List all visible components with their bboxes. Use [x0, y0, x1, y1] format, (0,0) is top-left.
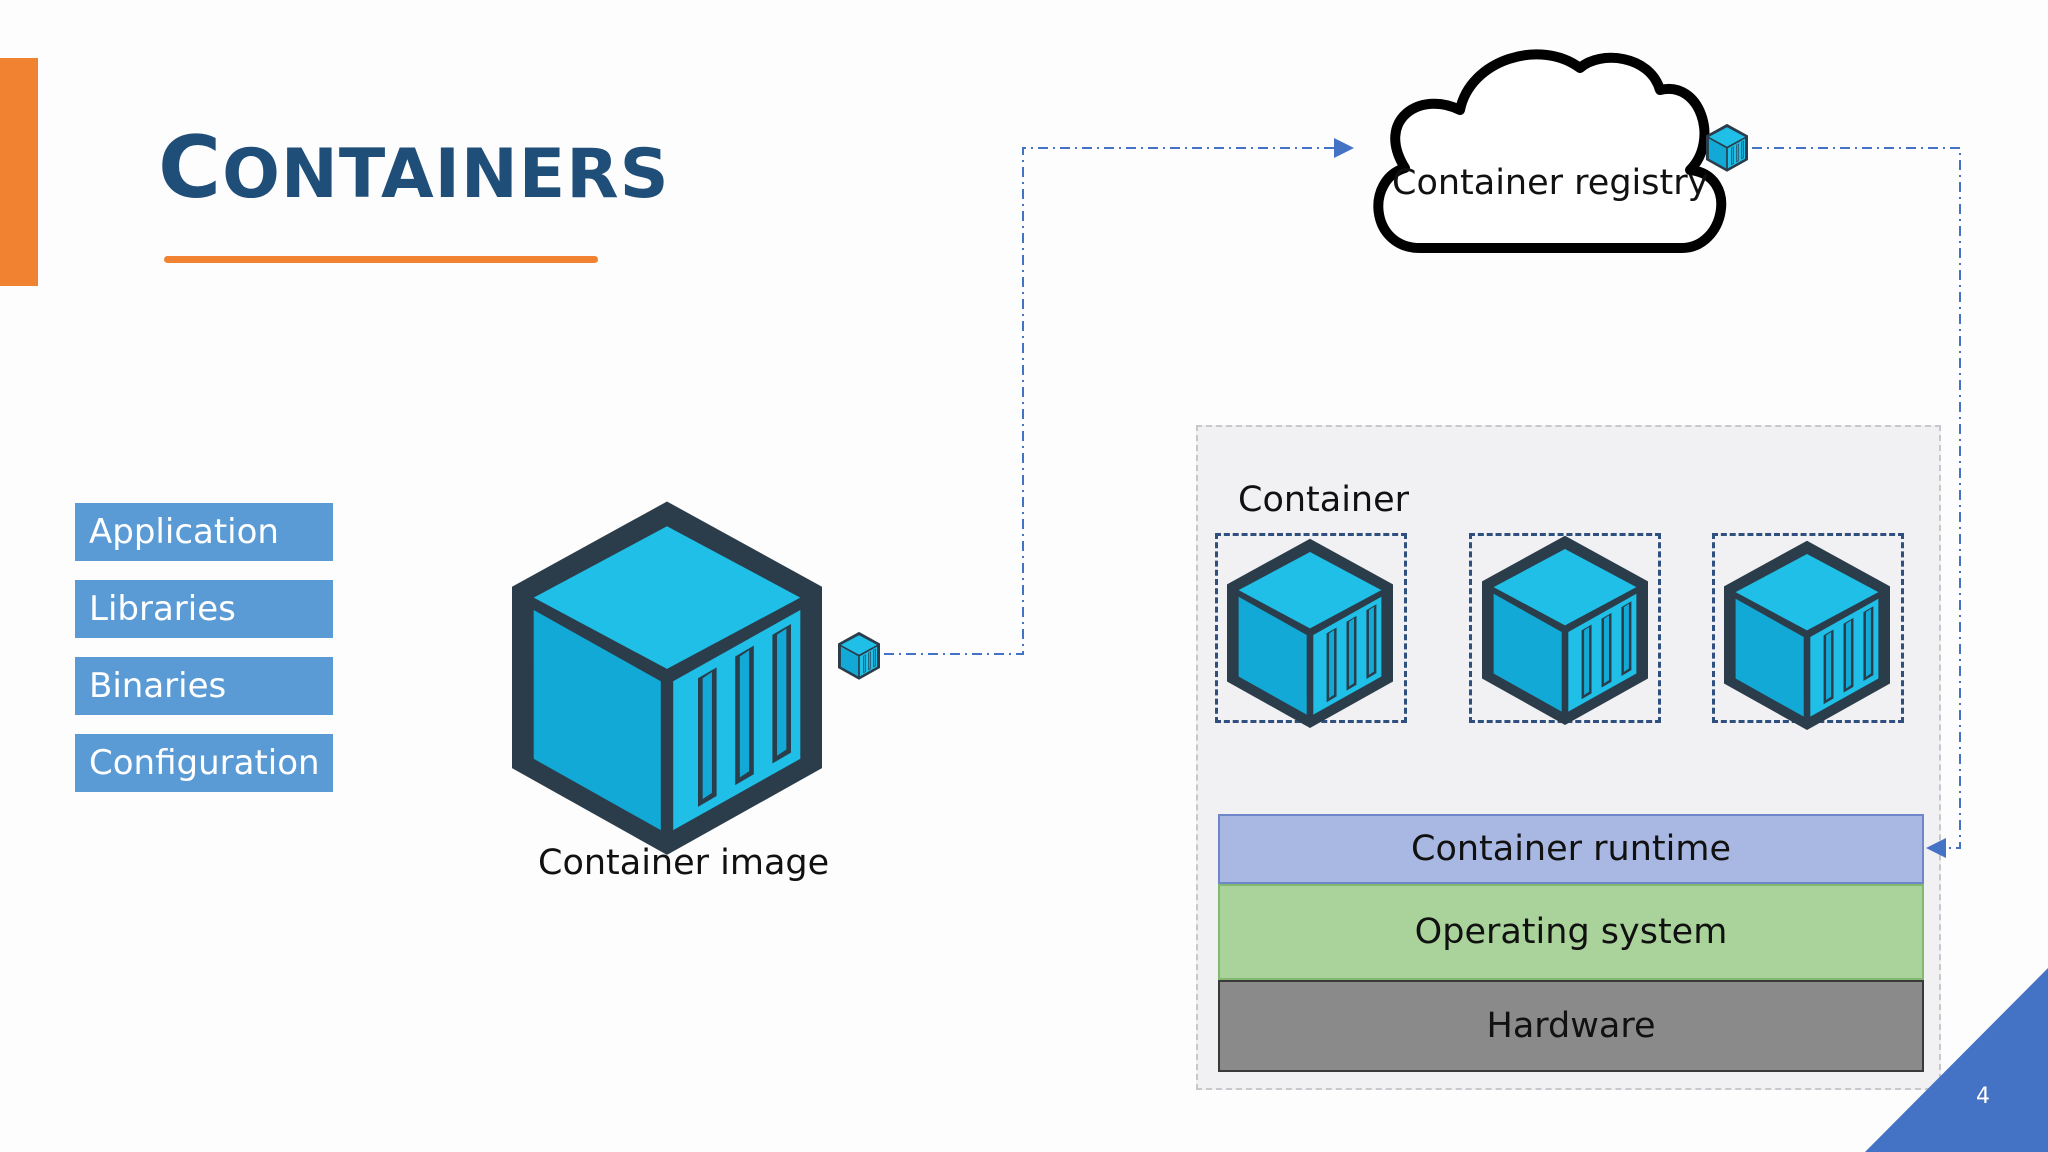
- orange-accent-bar: [0, 58, 38, 286]
- connector-image-to-registry: [884, 138, 1354, 655]
- corner-triangle: [1865, 968, 2048, 1152]
- component-libraries: Libraries: [75, 580, 333, 638]
- container-image-cube-icon: [512, 501, 822, 855]
- page-number: 4: [1976, 1084, 1990, 1109]
- container-image-label: Container image: [538, 843, 830, 883]
- small-cube-icon: [838, 631, 880, 680]
- layer-container-runtime: Container runtime: [1218, 814, 1924, 884]
- title-underline: [164, 256, 598, 263]
- cloud-icon: [1373, 49, 1727, 254]
- layer-hardware: Hardware: [1218, 980, 1924, 1072]
- registry-cube-icon: [1706, 123, 1748, 172]
- registry-label: Container registry: [1392, 163, 1709, 203]
- container-label: Container: [1238, 480, 1410, 520]
- container-cube-icon-2: [1482, 535, 1648, 725]
- container-cube-icon-1: [1227, 538, 1393, 728]
- title-first-letter: C: [158, 118, 223, 218]
- component-application: Application: [75, 503, 333, 561]
- component-binaries: Binaries: [75, 657, 333, 715]
- slide-title: CONTAINERS: [158, 118, 670, 218]
- layer-operating-system: Operating system: [1218, 884, 1924, 980]
- component-configuration: Configuration: [75, 734, 333, 792]
- container-cube-icon-3: [1724, 540, 1890, 730]
- title-rest: ONTAINERS: [222, 135, 670, 214]
- connector-registry-to-runtime: [1752, 147, 1961, 858]
